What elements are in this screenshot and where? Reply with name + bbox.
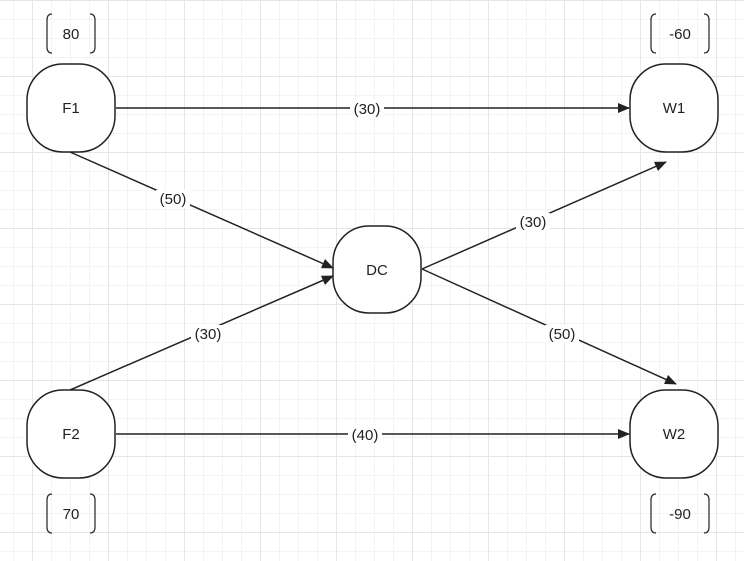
svg-text:(50): (50): [549, 326, 576, 343]
svg-text:(40): (40): [352, 427, 379, 444]
node-f1-label: F1: [62, 100, 80, 117]
svg-text:(30): (30): [520, 214, 547, 231]
edge-label-f2-dc: (30): [191, 325, 225, 343]
edge-label-dc-w1: (30): [516, 213, 550, 231]
supply-f2: 70: [46, 493, 96, 534]
svg-text:(30): (30): [195, 326, 222, 343]
node-w2-label: W2: [663, 426, 686, 443]
edge-label-f1-dc: (50): [156, 190, 190, 208]
svg-text:(50): (50): [160, 191, 187, 208]
node-dc-label: DC: [366, 262, 388, 279]
node-w2[interactable]: W2: [629, 389, 719, 479]
node-f1[interactable]: F1: [26, 63, 116, 153]
edge-label-f1-w1: (30): [350, 100, 384, 118]
node-w1-label: W1: [663, 100, 686, 117]
node-f2[interactable]: F2: [26, 389, 116, 479]
supply-w2-value: -90: [669, 506, 691, 523]
edge-f1-dc[interactable]: [69, 151, 334, 269]
supply-w2: -90: [650, 493, 710, 534]
supply-w1-value: -60: [669, 26, 691, 43]
svg-text:(30): (30): [354, 101, 381, 118]
node-dc[interactable]: DC: [332, 225, 422, 314]
node-w1[interactable]: W1: [629, 63, 719, 153]
edge-label-dc-w2: (50): [545, 325, 579, 343]
supply-f1-value: 80: [63, 26, 80, 43]
supply-w1: -60: [650, 13, 710, 54]
node-f2-label: F2: [62, 426, 80, 443]
supply-f1: 80: [46, 13, 96, 54]
supply-f2-value: 70: [63, 506, 80, 523]
edge-label-f2-w2: (40): [348, 426, 382, 444]
